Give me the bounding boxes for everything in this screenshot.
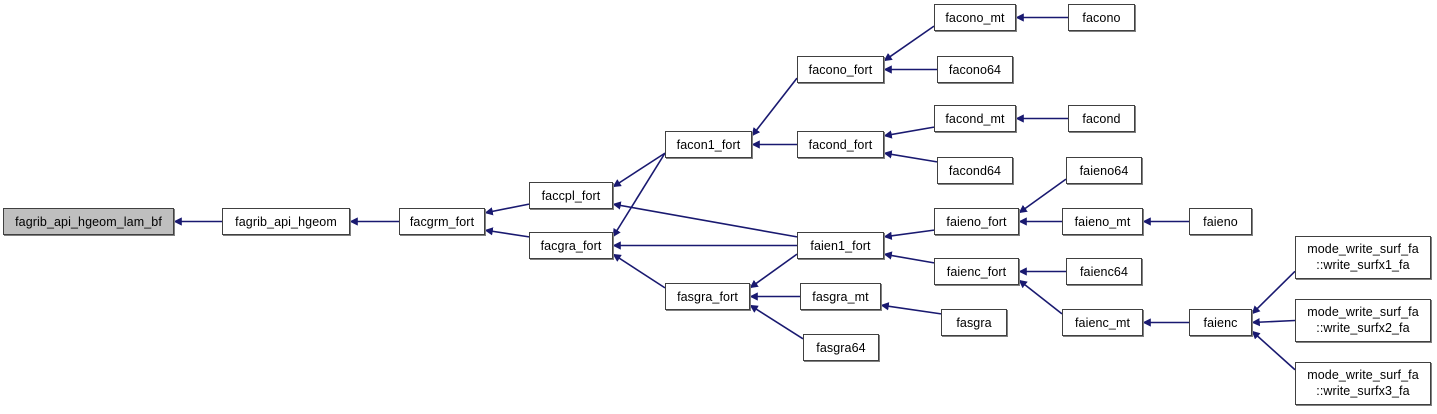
graph-node-faienc[interactable]: faienc — [1189, 309, 1252, 336]
graph-node-faccpl_fort[interactable]: faccpl_fort — [529, 182, 613, 209]
graph-node-facono_mt[interactable]: facono_mt — [934, 4, 1016, 31]
graph-node-fasgra[interactable]: fasgra — [941, 309, 1007, 336]
graph-node-facond64[interactable]: facond64 — [937, 157, 1013, 184]
edge-facon1_fort-to-faccpl_fort — [612, 152, 666, 188]
edge-fasgra64-to-fasgra_fort — [749, 304, 804, 340]
graph-node-facgra_fort[interactable]: facgra_fort — [529, 232, 613, 259]
graph-node-facond[interactable]: facond — [1068, 105, 1135, 132]
edge-facono_mt-to-facono_fort — [883, 25, 935, 62]
edge-faccpl_fort-to-facgrm_fort — [484, 203, 530, 216]
edge-write_surfx2_fa-to-faienc — [1251, 317, 1296, 327]
graph-node-faieno[interactable]: faieno — [1189, 208, 1252, 235]
graph-node-facon1_fort[interactable]: facon1_fort — [665, 131, 752, 158]
edge-faienc_mt-to-faienc_fort — [1018, 279, 1063, 315]
edge-faieno_fort-to-faien1_fort — [883, 229, 935, 240]
edge-write_surfx3_fa-to-faienc — [1251, 330, 1296, 371]
graph-node-faienc64[interactable]: faienc64 — [1066, 258, 1142, 285]
edge-fasgra_fort-to-facgra_fort — [612, 253, 666, 289]
graph-node-faieno_fort[interactable]: faieno_fort — [934, 208, 1019, 235]
edge-faien1_fort-to-fasgra_fort — [749, 253, 798, 289]
edge-faieno64-to-faieno_fort — [1018, 178, 1067, 214]
graph-node-fagrib_api_hgeom_lam_bf[interactable]: fagrib_api_hgeom_lam_bf — [3, 208, 174, 235]
graph-node-faieno64[interactable]: faieno64 — [1066, 157, 1142, 184]
graph-node-fasgra_fort[interactable]: fasgra_fort — [665, 283, 750, 310]
graph-node-facono_fort[interactable]: facono_fort — [797, 56, 884, 83]
graph-node-faienc_fort[interactable]: faienc_fort — [934, 258, 1019, 285]
graph-node-facono[interactable]: facono — [1068, 4, 1135, 31]
edge-fasgra-to-fasgra_mt — [880, 302, 942, 315]
graph-node-fasgra64[interactable]: fasgra64 — [803, 334, 879, 361]
edge-facond_mt-to-facond_fort — [883, 126, 935, 139]
edge-facon1_fort-to-facgra_fort — [612, 152, 666, 238]
edge-facgra_fort-to-facgrm_fort — [484, 227, 530, 238]
graph-node-fagrib_api_hgeom[interactable]: fagrib_api_hgeom — [222, 208, 350, 235]
edge-faien1_fort-to-faccpl_fort — [612, 201, 798, 238]
graph-node-fasgra_mt[interactable]: fasgra_mt — [800, 283, 881, 310]
edge-write_surfx1_fa-to-faienc — [1251, 270, 1296, 315]
graph-node-faienc_mt[interactable]: faienc_mt — [1062, 309, 1143, 336]
graph-node-write_surfx2_fa[interactable]: mode_write_surf_fa ::write_surfx2_fa — [1295, 299, 1431, 342]
graph-node-facono64[interactable]: facono64 — [937, 56, 1013, 83]
edge-facond64-to-facond_fort — [883, 150, 938, 163]
graph-node-faien1_fort[interactable]: faien1_fort — [797, 232, 884, 259]
graph-node-facond_mt[interactable]: facond_mt — [934, 105, 1016, 132]
graph-node-facond_fort[interactable]: facond_fort — [797, 131, 884, 158]
edge-facono_fort-to-facon1_fort — [751, 77, 798, 137]
graph-node-write_surfx3_fa[interactable]: mode_write_surf_fa ::write_surfx3_fa — [1295, 362, 1431, 405]
edge-faienc_fort-to-faien1_fort — [883, 251, 935, 264]
graph-node-facgrm_fort[interactable]: facgrm_fort — [399, 208, 485, 235]
graph-node-write_surfx1_fa[interactable]: mode_write_surf_fa ::write_surfx1_fa — [1295, 236, 1431, 279]
graph-node-faieno_mt[interactable]: faieno_mt — [1062, 208, 1143, 235]
